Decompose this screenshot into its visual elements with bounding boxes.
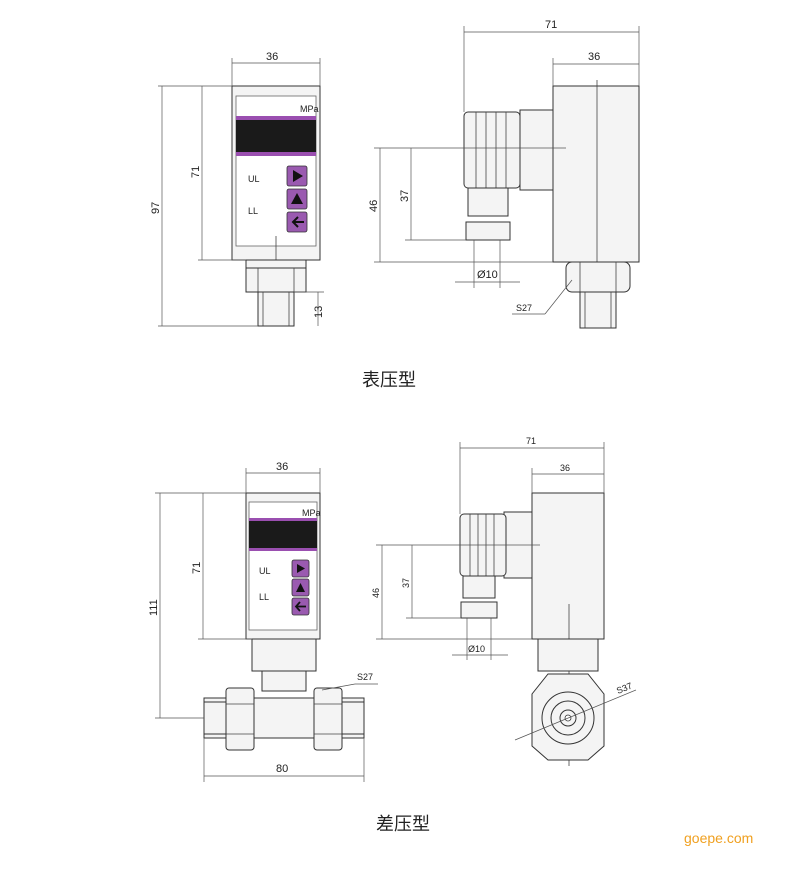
svg-text:S27: S27 — [357, 672, 373, 682]
hex-nut — [245, 267, 307, 293]
svg-text:46: 46 — [371, 588, 381, 598]
svg-text:Ø10: Ø10 — [477, 269, 498, 281]
svg-text:46: 46 — [368, 200, 380, 212]
right-hex-nut — [313, 687, 343, 751]
display-bottom-bar — [236, 152, 316, 156]
arrow-up-icon — [291, 193, 303, 204]
enter-arrow-icon — [294, 601, 306, 612]
display-top-bar — [236, 116, 316, 120]
caption-diff-type: 差压型 — [376, 814, 430, 835]
front-dimensions-1: 36 71 97 13 — [150, 51, 325, 327]
arrow-right-icon — [297, 564, 305, 573]
side-housing — [552, 85, 640, 263]
cable-connector — [463, 111, 521, 189]
caption-gauge-type: 表压型 — [362, 370, 416, 391]
svg-text:71: 71 — [190, 166, 202, 178]
svg-text:71: 71 — [526, 436, 536, 446]
side-dimensions-1: 71 36 46 37 Ø10 S27 — [368, 19, 640, 315]
svg-text:37: 37 — [401, 578, 411, 588]
svg-text:Ø10: Ø10 — [468, 644, 485, 654]
svg-text:111: 111 — [148, 599, 160, 616]
led-ul-label: UL — [248, 174, 260, 184]
svg-text:36: 36 — [276, 461, 288, 473]
gauge-type-side-view — [463, 80, 640, 329]
arrow-up-icon — [296, 583, 305, 592]
gauge-type-front-view: MPa UL LL — [231, 85, 321, 327]
svg-text:36: 36 — [560, 463, 570, 473]
svg-text:S37: S37 — [615, 681, 634, 696]
front-dimensions-2: 36 71 111 S27 80 — [148, 461, 378, 782]
diff-type-side-view — [459, 492, 605, 766]
svg-text:MPa: MPa — [302, 508, 321, 518]
svg-text:13: 13 — [313, 306, 325, 318]
svg-text:S27: S27 — [516, 303, 532, 313]
cable-gland — [465, 221, 511, 241]
svg-text:71: 71 — [545, 19, 557, 31]
connector-base — [519, 109, 554, 191]
side-housing-2 — [531, 492, 605, 640]
svg-text:71: 71 — [191, 562, 203, 574]
svg-text:80: 80 — [276, 763, 288, 775]
side-dimensions-2: 71 36 46 37 Ø10 S37 — [371, 436, 637, 741]
cable-gland-2 — [460, 601, 498, 619]
svg-text:36: 36 — [588, 51, 600, 63]
unit-label: MPa — [300, 104, 319, 114]
diff-type-front-view: MPa UL LL — [203, 492, 365, 751]
side-hex-nut — [565, 261, 631, 293]
svg-text:97: 97 — [150, 202, 162, 214]
left-hex-nut — [225, 687, 255, 751]
enter-arrow-icon — [291, 216, 304, 228]
svg-text:LL: LL — [259, 592, 269, 602]
svg-text:37: 37 — [399, 190, 411, 202]
led-ll-label: LL — [248, 206, 258, 216]
watermark: goepe.com — [684, 830, 753, 846]
svg-text:UL: UL — [259, 566, 271, 576]
lcd-display — [236, 120, 316, 152]
thread-fitting — [257, 291, 295, 327]
arrow-right-icon — [293, 170, 303, 182]
svg-text:36: 36 — [266, 51, 278, 63]
lcd-display-2 — [249, 521, 317, 548]
